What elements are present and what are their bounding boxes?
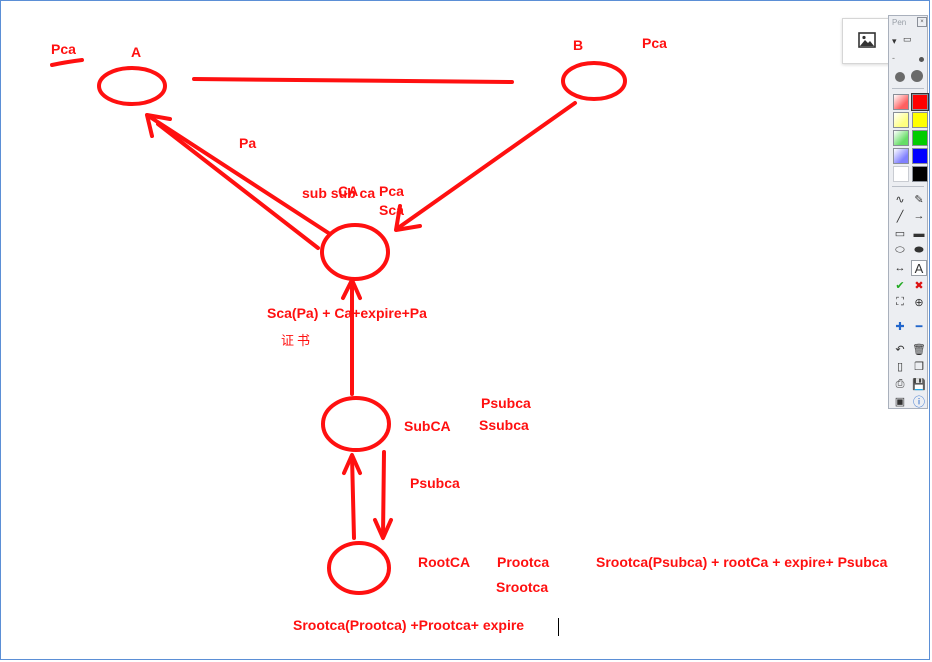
arrow-icon[interactable]: → bbox=[913, 210, 925, 223]
color-swatch[interactable] bbox=[893, 130, 909, 146]
color-swatch[interactable] bbox=[912, 148, 928, 164]
filled-rectangle-icon[interactable]: ▬ bbox=[913, 227, 925, 240]
dash-icon: - bbox=[892, 53, 895, 63]
zoom-icon[interactable]: ⊕ bbox=[914, 297, 924, 310]
filled-ellipse-icon[interactable]: ⬬ bbox=[914, 244, 924, 257]
arrowhead-subca-from-rootca bbox=[342, 453, 362, 475]
label-srootca-prootca-formula: Srootca(Prootca) +Prootca+ expire bbox=[293, 617, 525, 633]
copy-icon[interactable]: ❐ bbox=[914, 361, 924, 374]
color-swatch[interactable] bbox=[912, 112, 928, 128]
color-swatch[interactable] bbox=[893, 166, 909, 182]
color-swatch[interactable] bbox=[893, 94, 909, 110]
toolbar-close-icon[interactable]: × bbox=[917, 17, 927, 27]
freehand-icon[interactable]: ∿ bbox=[895, 193, 905, 206]
image-icon bbox=[858, 32, 876, 48]
label-pa: Pa bbox=[239, 135, 257, 151]
cross-icon[interactable]: ✖ bbox=[914, 280, 924, 292]
label-pca-ca: Pca bbox=[379, 183, 404, 199]
label-srootca: Srootca bbox=[496, 579, 549, 595]
pen-width-large[interactable] bbox=[911, 70, 923, 82]
ellipse-icon[interactable]: ⬭ bbox=[895, 244, 905, 257]
toolbar-header: Pen × ▾ ▭ - bbox=[889, 16, 927, 66]
label-ssubca: Ssubca bbox=[479, 417, 529, 433]
label-certificate-formula: Sca(Pa) + Ca+expire+Pa bbox=[267, 305, 427, 321]
screen-icon[interactable]: ▣ bbox=[894, 395, 906, 408]
label-subca: SubCA bbox=[404, 418, 451, 434]
info-icon[interactable]: ⓘ bbox=[912, 394, 925, 409]
color-swatch[interactable] bbox=[912, 130, 928, 146]
toolbar-divider bbox=[892, 88, 924, 89]
toolbar-divider bbox=[892, 186, 924, 187]
delete-icon[interactable]: 🗑 bbox=[912, 343, 926, 356]
text-cursor bbox=[558, 618, 559, 636]
color-swatch[interactable] bbox=[911, 93, 929, 111]
pen-toolbar: Pen × ▾ ▭ - ∿ ✎ ╱ → ▭ ▬ ⬭ ⬬ ↔ A ✔ ✖ ⛶ ⊕ ✚ ━ ↶ 🗑 ▯ ❐ ⎙ 💾 ▣ ⓘ bbox=[888, 15, 929, 409]
label-node-b: B bbox=[573, 37, 584, 53]
chevron-down-icon[interactable]: ▾ bbox=[892, 36, 897, 46]
text-icon[interactable]: A bbox=[911, 260, 927, 277]
line-icon[interactable]: ╱ bbox=[896, 210, 904, 223]
eraser-icon[interactable]: ✎ bbox=[914, 193, 924, 206]
check-icon[interactable]: ✔ bbox=[895, 280, 905, 292]
undo-icon[interactable]: ↶ bbox=[895, 343, 905, 356]
label-psubca-arrow: Psubca bbox=[410, 475, 460, 491]
rectangle-icon[interactable]: ▭ bbox=[894, 228, 906, 241]
save-icon[interactable]: 💾 bbox=[912, 378, 926, 391]
pca-underline bbox=[50, 58, 84, 67]
print-icon[interactable]: ⎙ bbox=[895, 377, 905, 390]
crop-icon[interactable]: ⛶ bbox=[896, 296, 904, 309]
label-sub-sub-ca: sub sub ca bbox=[302, 185, 376, 201]
double-arrow-icon[interactable]: ↔ bbox=[894, 262, 906, 275]
insert-image-button[interactable] bbox=[842, 18, 892, 64]
label-sca: Sca bbox=[379, 202, 404, 218]
arrowhead-rootca-from-subca bbox=[373, 518, 393, 540]
label-rootca: RootCA bbox=[418, 554, 471, 570]
edge-a-b bbox=[192, 77, 514, 84]
toolbar-title: Pen bbox=[892, 18, 907, 27]
label-ca: CA bbox=[338, 183, 359, 199]
node-b bbox=[561, 61, 627, 101]
label-pca-b: Pca bbox=[642, 35, 667, 51]
color-swatch[interactable] bbox=[893, 112, 909, 128]
color-swatch[interactable] bbox=[912, 166, 928, 182]
label-psubca: Psubca bbox=[481, 395, 531, 411]
edge-ca-to-a bbox=[148, 115, 332, 236]
label-srootca-psubca-formula: Srootca(Psubca) + rootCa + expire+ Psubc… bbox=[596, 554, 888, 570]
arrowhead-a bbox=[145, 113, 172, 138]
new-page-icon[interactable]: ▯ bbox=[896, 361, 904, 374]
edge-subca-to-rootca bbox=[381, 450, 386, 538]
zoom-in-icon[interactable]: ✚ bbox=[895, 320, 905, 333]
edge-b-to-ca bbox=[396, 101, 577, 230]
arrowhead-ca-from-b bbox=[394, 204, 422, 232]
label-node-a: A bbox=[131, 44, 142, 60]
node-a bbox=[97, 66, 167, 106]
label-certificate: 证书 bbox=[281, 334, 314, 349]
node-ca bbox=[320, 223, 390, 281]
arrowhead-ca-from-subca bbox=[341, 278, 362, 300]
label-prootca: Prootca bbox=[497, 554, 550, 570]
color-swatch[interactable] bbox=[893, 148, 909, 164]
zoom-out-icon[interactable]: ━ bbox=[915, 320, 923, 333]
pen-size-box[interactable]: ▭ bbox=[903, 34, 912, 44]
node-rootca bbox=[327, 541, 391, 595]
edge-a-to-ca-parallel bbox=[156, 122, 320, 250]
label-pca-a: Pca bbox=[51, 41, 76, 57]
pen-width-medium[interactable] bbox=[895, 72, 905, 82]
edge-rootca-to-subca bbox=[350, 454, 356, 540]
small-dot-icon[interactable] bbox=[919, 57, 924, 62]
node-subca bbox=[321, 396, 391, 452]
